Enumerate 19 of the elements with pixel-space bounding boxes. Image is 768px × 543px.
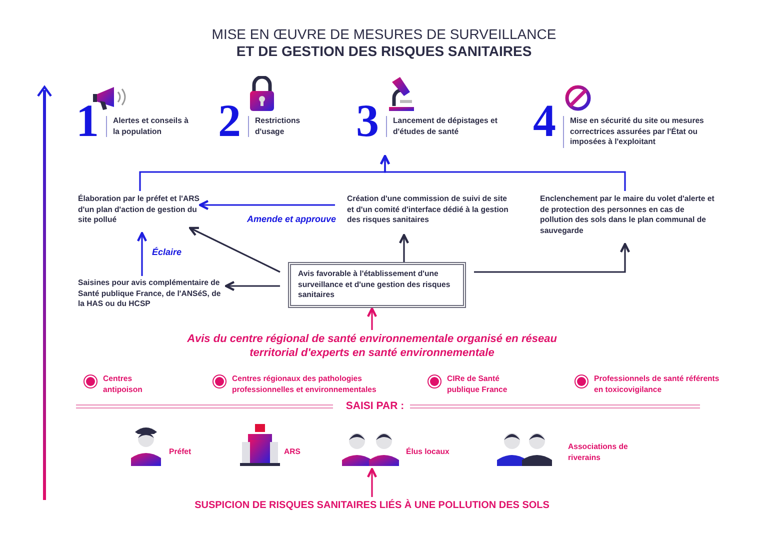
arrow	[398, 234, 410, 262]
arrow	[474, 242, 630, 273]
origin-text: SUSPICION DE RISQUES SANITAIRES LIÉS À UNE POLLUTION DES SOLS	[147, 499, 597, 513]
arrow	[366, 468, 378, 497]
arrow	[380, 154, 626, 191]
step-number: 3	[356, 98, 379, 144]
section-heading: SAISI PAR :	[344, 400, 406, 413]
arrow	[198, 200, 335, 210]
arrow	[366, 307, 378, 330]
arrow	[188, 226, 280, 273]
edge-label: Éclaire	[150, 247, 184, 257]
arrow	[224, 280, 280, 292]
edge-label: Amende et approuve	[245, 214, 338, 224]
title: MISE EN ŒUVRE DE MESURES DE SURVEILLANCE ET DE GESTION DES RISQUES SANITAIRES	[210, 26, 558, 60]
step-number: 4	[533, 98, 556, 144]
source-text: Avis du centre régional de santé environnementale organisé en réseau territorial d'experts en santé environnementale	[162, 332, 582, 362]
step-number: 1	[76, 98, 99, 144]
step-number: 2	[218, 98, 241, 144]
arrow	[136, 232, 148, 276]
